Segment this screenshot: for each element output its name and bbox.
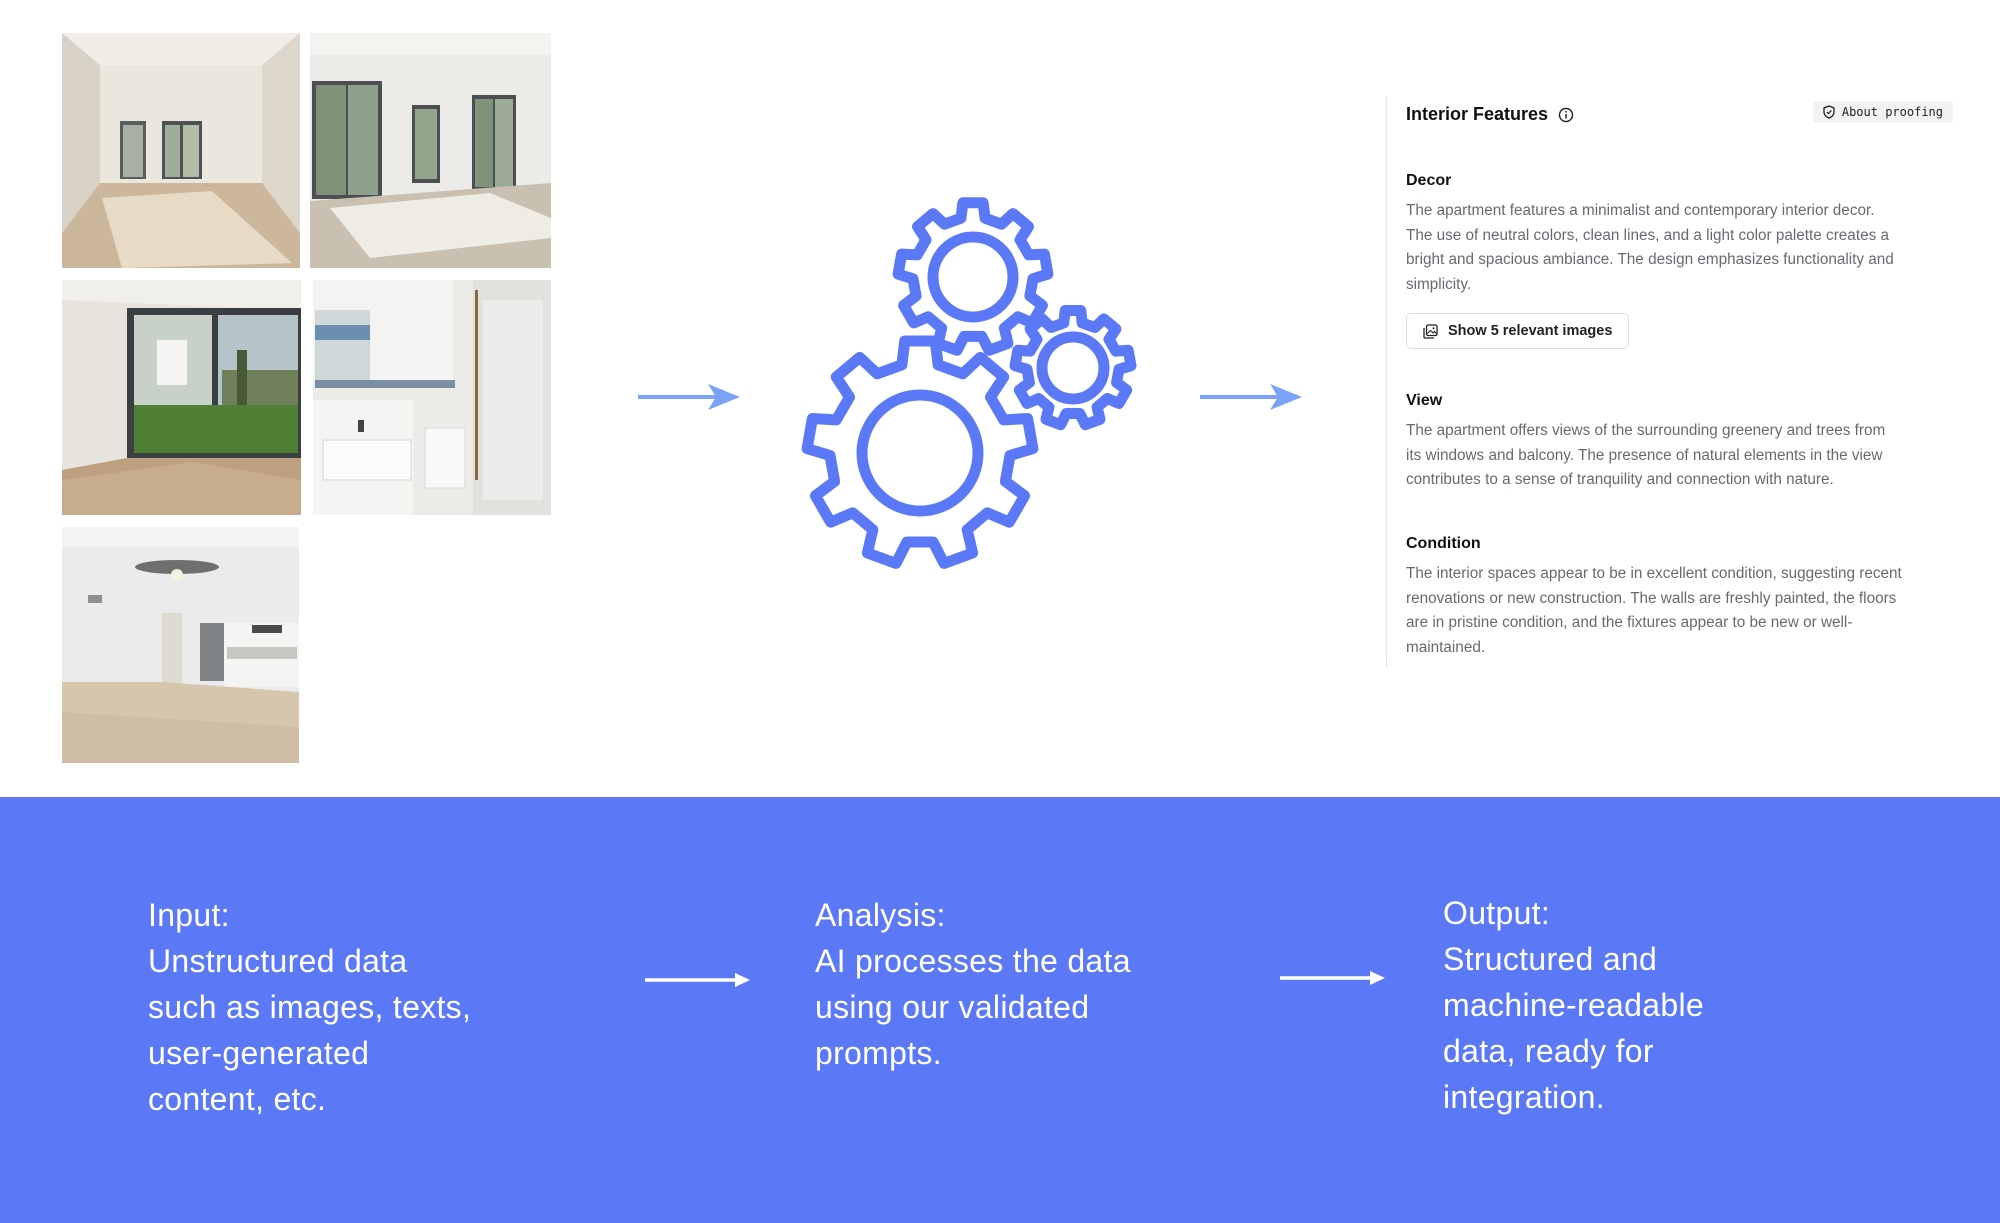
section-text: The apartment offers views of the surrou… <box>1406 422 1886 488</box>
flow-output-line: integration. <box>1443 1079 1605 1115</box>
arrow-right-icon <box>1200 384 1302 410</box>
diagram-top-area: Interior Features About proofing Decor T… <box>62 33 1957 763</box>
flow-output-line: data, ready for <box>1443 1033 1654 1069</box>
panel-header: Interior Features <box>1406 104 1574 125</box>
flow-analysis-line: prompts. <box>815 1035 942 1071</box>
gears-icon <box>801 197 1137 569</box>
section-heading: View <box>1406 392 1443 409</box>
flow-analysis-line: AI processes the data <box>815 943 1131 979</box>
arrow-right-icon <box>638 384 740 410</box>
about-proofing-label: About proofing <box>1841 105 1943 119</box>
room-photo-bright <box>310 33 551 268</box>
interior-features-panel: Interior Features About proofing Decor T… <box>1386 96 1957 668</box>
section-text: The interior spaces appear to be in exce… <box>1406 565 1902 656</box>
arrow-right-icon <box>1280 971 1385 985</box>
flow-output-text: Output: Structured and machine-readable … <box>1443 890 1704 1120</box>
flow-output-label: Output: <box>1443 895 1551 931</box>
room-photo-bathroom <box>313 280 551 515</box>
room-photo-patio <box>62 280 301 515</box>
flow-explanation-band <box>0 797 2000 1223</box>
flow-input-text: Input: Unstructured data such as images,… <box>148 892 471 1122</box>
flow-input-line: user-generated <box>148 1035 370 1071</box>
section-view: View The apartment offers views of the s… <box>1406 392 1951 493</box>
section-heading: Decor <box>1406 172 1452 189</box>
flow-input-line: such as images, texts, <box>148 989 472 1025</box>
section-decor: Decor The apartment features a minimalis… <box>1406 172 1951 297</box>
flow-analysis-line: using our validated <box>815 989 1090 1025</box>
flow-input-label: Input: <box>148 897 230 933</box>
flow-analysis-label: Analysis: <box>815 897 946 933</box>
show-relevant-images-button[interactable]: Show 5 relevant images <box>1406 313 1630 349</box>
flow-input-line: content, etc. <box>148 1081 327 1117</box>
show-images-label: Show 5 relevant images <box>1448 323 1613 339</box>
flow-output-line: machine-readable <box>1443 987 1704 1023</box>
shield-icon <box>1823 105 1835 119</box>
section-heading: Condition <box>1406 535 1481 552</box>
info-icon[interactable] <box>1558 107 1574 123</box>
flow-analysis-text: Analysis: AI processes the data using ou… <box>815 892 1131 1076</box>
room-photo-kitchen <box>62 527 299 763</box>
section-condition: Condition The interior spaces appear to … <box>1406 535 1951 660</box>
about-proofing-button[interactable]: About proofing <box>1812 101 1953 123</box>
flow-output-line: Structured and <box>1443 941 1658 977</box>
arrow-right-icon <box>645 973 750 987</box>
panel-title: Interior Features <box>1406 104 1549 124</box>
section-text: The apartment features a minimalist and … <box>1406 202 1894 293</box>
flow-input-line: Unstructured data <box>148 943 408 979</box>
images-icon <box>1423 323 1438 339</box>
room-photo-living <box>62 33 300 268</box>
